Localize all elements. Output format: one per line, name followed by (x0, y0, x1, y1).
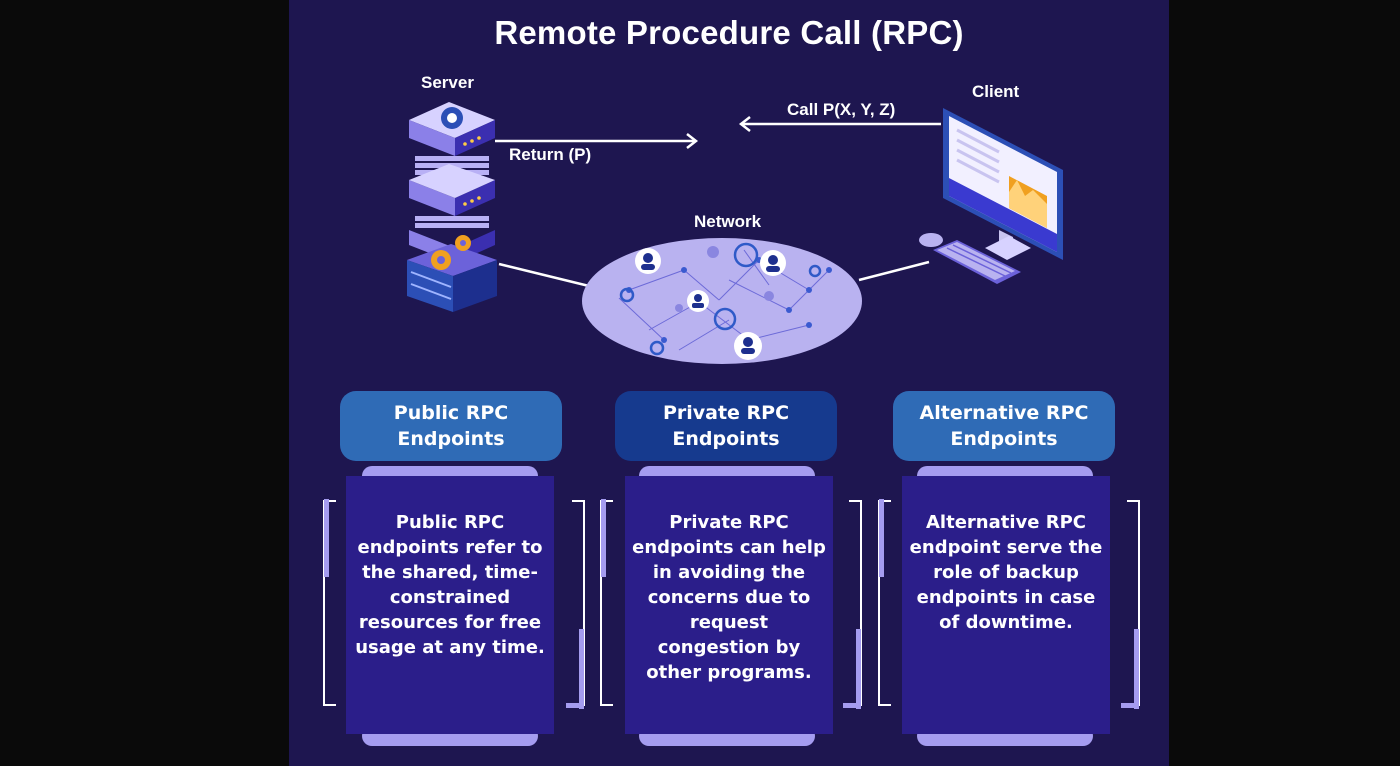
private-rpc-heading-line2: Endpoints (672, 428, 780, 450)
diagram-panel: Remote Procedure Call (RPC) Server (289, 0, 1169, 766)
client-network-link (858, 260, 930, 282)
network-label: Network (694, 212, 762, 231)
network-cloud (498, 238, 930, 364)
server-network-link (498, 262, 590, 288)
client-computer-icon (919, 108, 1063, 284)
diagram-title: Remote Procedure Call (RPC) (494, 14, 964, 51)
public-rpc-description: Public RPC endpoints refer to the shared… (346, 476, 554, 734)
call-label: Call P(X, Y, Z) (787, 100, 896, 119)
alternative-card-frame (878, 499, 1140, 709)
alternative-rpc-heading: Alternative RPC Endpoints (893, 391, 1115, 461)
return-arrow (495, 133, 699, 149)
server-icon (407, 102, 497, 312)
public-card-frame (323, 499, 585, 709)
alternative-rpc-description: Alternative RPC endpoint serve the role … (902, 476, 1110, 734)
public-rpc-heading-line2: Endpoints (397, 428, 505, 450)
alternative-rpc-heading-line1: Alternative RPC (919, 402, 1089, 424)
public-rpc-heading: Public RPC Endpoints (340, 391, 562, 461)
server-label: Server (421, 73, 474, 92)
alternative-rpc-heading-line2: Endpoints (950, 428, 1058, 450)
return-label: Return (P) (509, 145, 592, 164)
user-avatar-icon (635, 248, 786, 360)
private-rpc-heading-line1: Private RPC (662, 402, 790, 424)
private-rpc-heading: Private RPC Endpoints (615, 391, 837, 461)
private-rpc-description: Private RPC endpoints can help in avoidi… (625, 476, 833, 734)
client-label: Client (972, 82, 1020, 101)
public-rpc-heading-line1: Public RPC (393, 402, 509, 424)
call-arrow (738, 116, 941, 132)
private-card-frame (600, 499, 862, 709)
